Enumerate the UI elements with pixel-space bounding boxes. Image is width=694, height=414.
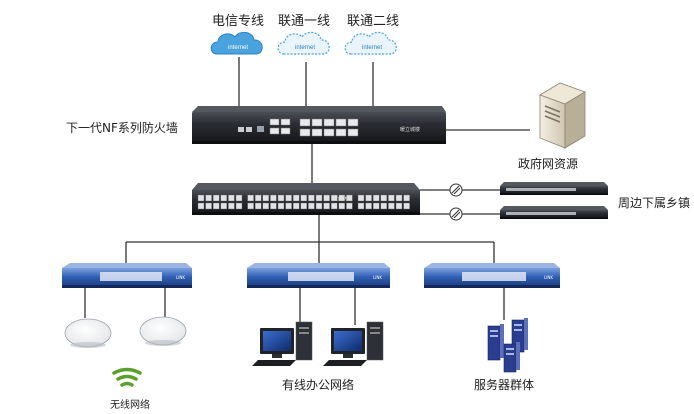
- label-wired-office-network: 有线办公网络: [282, 378, 355, 392]
- switch-port: [277, 202, 285, 210]
- label-firewall: 下一代NF系列防火墙: [66, 121, 178, 135]
- switch-port: [254, 194, 262, 202]
- switch-port: [331, 194, 338, 202]
- switch-port: [228, 202, 235, 210]
- switch-port: [300, 194, 307, 202]
- access-switch-brand: LINK: [176, 275, 185, 280]
- link-symbol-icon: [449, 183, 463, 197]
- label-unicom-line-2: 联通二线: [347, 14, 400, 29]
- access-switch-office: LINK: [247, 263, 390, 288]
- switch-port: [380, 202, 387, 210]
- switch-port: [212, 202, 220, 210]
- switch-port: [293, 202, 300, 210]
- access-switch-brand: LINK: [373, 275, 382, 280]
- switch-port: [395, 194, 403, 202]
- switch-port: [262, 194, 269, 202]
- switch-port: [197, 202, 205, 210]
- switch-port: [380, 194, 387, 202]
- cloud-internet-text: internet: [228, 45, 248, 51]
- label-unicom-line-1: 联通一线: [278, 14, 331, 29]
- switch-port: [277, 194, 285, 202]
- switch-port: [247, 202, 254, 210]
- switch-port: [315, 202, 323, 210]
- switch-port: [357, 194, 365, 202]
- access-switch-brand: LINK: [544, 275, 553, 280]
- switch-port: [357, 202, 365, 210]
- switch-port: [270, 202, 277, 210]
- switch-port: [388, 194, 395, 202]
- wifi-icon: [112, 367, 142, 387]
- label-gov-resources: 政府网资源: [518, 157, 579, 171]
- switch-port: [308, 194, 315, 202]
- cloud-internet-text: internet: [295, 45, 315, 51]
- desktop-pc-icon: [323, 321, 384, 366]
- switch-port: [373, 202, 380, 210]
- switch-port: [365, 194, 372, 202]
- switch-port: [285, 194, 292, 202]
- label-server-group: 服务器群体: [474, 378, 535, 392]
- core-switch-device: 暖立城楼: [192, 183, 420, 215]
- switch-port: [235, 202, 243, 210]
- access-switch-servers: LINK: [424, 263, 560, 288]
- branch-switch-2: [500, 206, 608, 219]
- switch-port: [212, 194, 220, 202]
- label-telecom-line: 电信专线: [212, 14, 265, 29]
- cloud-unicom-1: internet: [277, 31, 330, 55]
- label-wireless-network: 无线网络: [110, 400, 150, 411]
- switch-port: [228, 194, 235, 202]
- firewall-device: 暖立城楼: [192, 106, 446, 144]
- server-cluster-icon: [487, 318, 528, 373]
- switch-port: [270, 194, 277, 202]
- label-branch-towns: 周边下属乡镇: [618, 196, 691, 210]
- switch-port: [395, 202, 403, 210]
- switch-port: [388, 202, 395, 210]
- cloud-unicom-2: internet: [344, 31, 397, 55]
- switch-port: [235, 194, 243, 202]
- switch-port: [220, 202, 228, 210]
- switch-port: [331, 202, 338, 210]
- access-point-icon: [64, 318, 112, 348]
- switch-port: [403, 194, 410, 202]
- access-point-icon: [139, 316, 187, 346]
- firewall-brand: 暖立城楼: [400, 126, 420, 133]
- core-switch-brand: 暖立城楼: [331, 195, 349, 202]
- switch-port: [338, 202, 345, 210]
- switch-port: [205, 194, 212, 202]
- switch-port: [205, 202, 212, 210]
- switch-port: [293, 194, 300, 202]
- switch-port: [315, 194, 323, 202]
- branch-switch-1: [500, 182, 608, 195]
- switch-port: [323, 194, 330, 202]
- desktop-pc-icon: [252, 321, 313, 366]
- switch-port: [308, 202, 315, 210]
- access-switch-wireless: LINK: [62, 263, 192, 288]
- server-tower-icon: [539, 82, 586, 149]
- switch-port: [346, 194, 353, 202]
- link-symbol-icon: [449, 207, 463, 221]
- switch-port: [262, 202, 269, 210]
- switch-port: [254, 202, 262, 210]
- switch-port: [323, 202, 330, 210]
- switch-port: [403, 202, 410, 210]
- switch-port: [338, 194, 345, 202]
- switch-port: [197, 194, 205, 202]
- switch-port: [365, 202, 372, 210]
- switch-port: [300, 202, 307, 210]
- cloud-telecom: internet: [210, 32, 263, 55]
- switch-port: [285, 202, 292, 210]
- cloud-internet-text: internet: [362, 45, 382, 51]
- switch-port: [247, 194, 254, 202]
- switch-port: [220, 194, 228, 202]
- switch-port: [373, 194, 380, 202]
- switch-port: [346, 202, 353, 210]
